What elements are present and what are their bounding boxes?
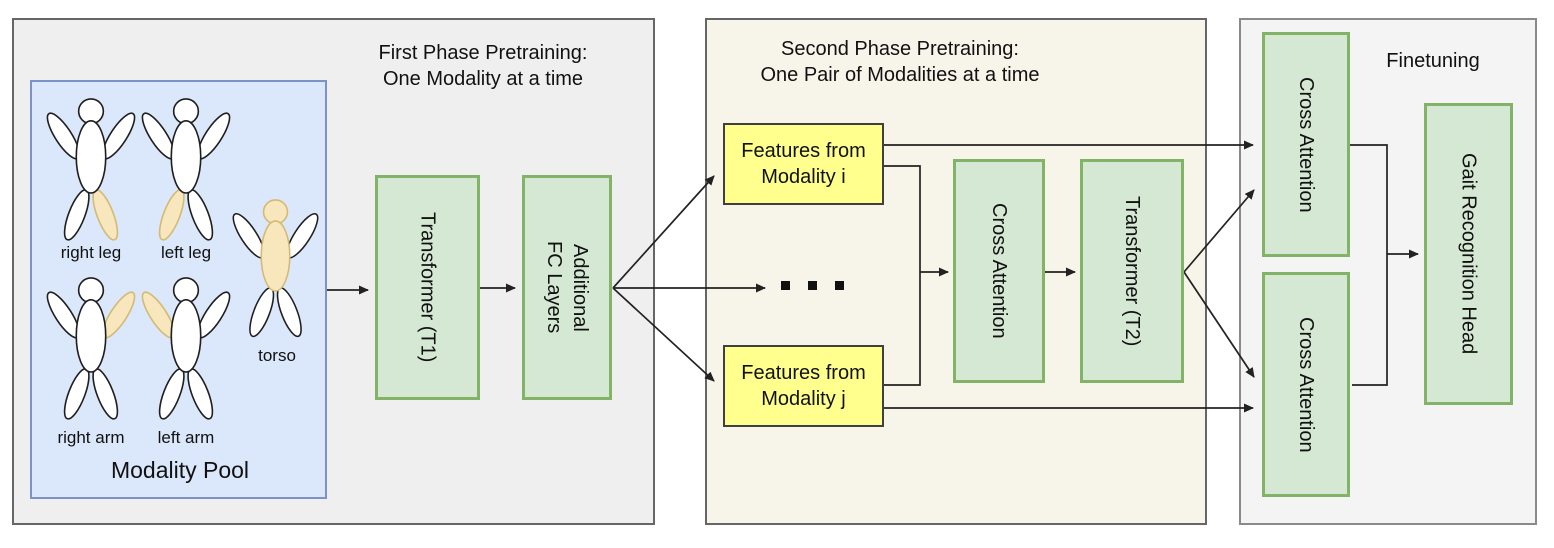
label-right-arm: right arm	[57, 428, 125, 447]
features-j-line2: Modality j	[761, 388, 846, 410]
features-modality-i-box: Features from Modality i	[723, 123, 884, 205]
cross-attention-bottom-box: Cross Attention	[1262, 272, 1350, 497]
gait-recognition-head-box: Gait Recognition Head	[1424, 103, 1513, 405]
gait-recognition-head-label: Gait Recognition Head	[1457, 153, 1480, 355]
transformer-t2-box: Transformer (T2)	[1080, 159, 1184, 383]
first-phase-title-line2: One Modality at a time	[382, 68, 584, 90]
label-right-leg: right leg	[60, 243, 122, 262]
cross-attention-top-box: Cross Attention	[1262, 32, 1350, 257]
transformer-t2-label: Transformer (T2)	[1121, 195, 1143, 347]
first-phase-title-line1: First Phase Pretraining:	[378, 42, 588, 64]
features-modality-j-box: Features from Modality j	[723, 345, 884, 427]
cross-attention-mid-label: Cross Attention	[988, 203, 1010, 339]
additional-fc-line1: Additional	[569, 243, 591, 332]
second-phase-title-line1: Second Phase Pretraining:	[781, 38, 1019, 60]
second-phase-title: Second Phase Pretraining: One Pair of Mo…	[700, 36, 1100, 88]
features-i-line2: Modality i	[761, 166, 846, 188]
transformer-t1-label: Transformer (T1)	[416, 212, 439, 363]
finetuning-title-text: Finetuning	[1386, 50, 1480, 72]
cross-attention-mid-box: Cross Attention	[953, 159, 1045, 383]
cross-attention-bottom-label: Cross Attention	[1295, 316, 1317, 453]
additional-fc-line2: FC Layers	[543, 241, 565, 334]
first-phase-title: First Phase Pretraining: One Modality at…	[283, 40, 683, 92]
transformer-t1-box: Transformer (T1)	[375, 175, 480, 400]
features-j-line1: Features from	[741, 362, 866, 384]
label-torso: torso	[258, 346, 296, 365]
modality-pool-label: Modality Pool	[110, 457, 250, 483]
second-phase-title-line2: One Pair of Modalities at a time	[760, 64, 1040, 86]
cross-attention-top-label: Cross Attention	[1295, 76, 1317, 213]
features-i-line1: Features from	[741, 140, 866, 162]
label-left-leg: left leg	[160, 243, 212, 262]
label-left-arm: left arm	[157, 428, 215, 447]
additional-fc-layers-box: Additional FC Layers	[522, 175, 612, 400]
finetuning-title: Finetuning	[1333, 48, 1533, 74]
